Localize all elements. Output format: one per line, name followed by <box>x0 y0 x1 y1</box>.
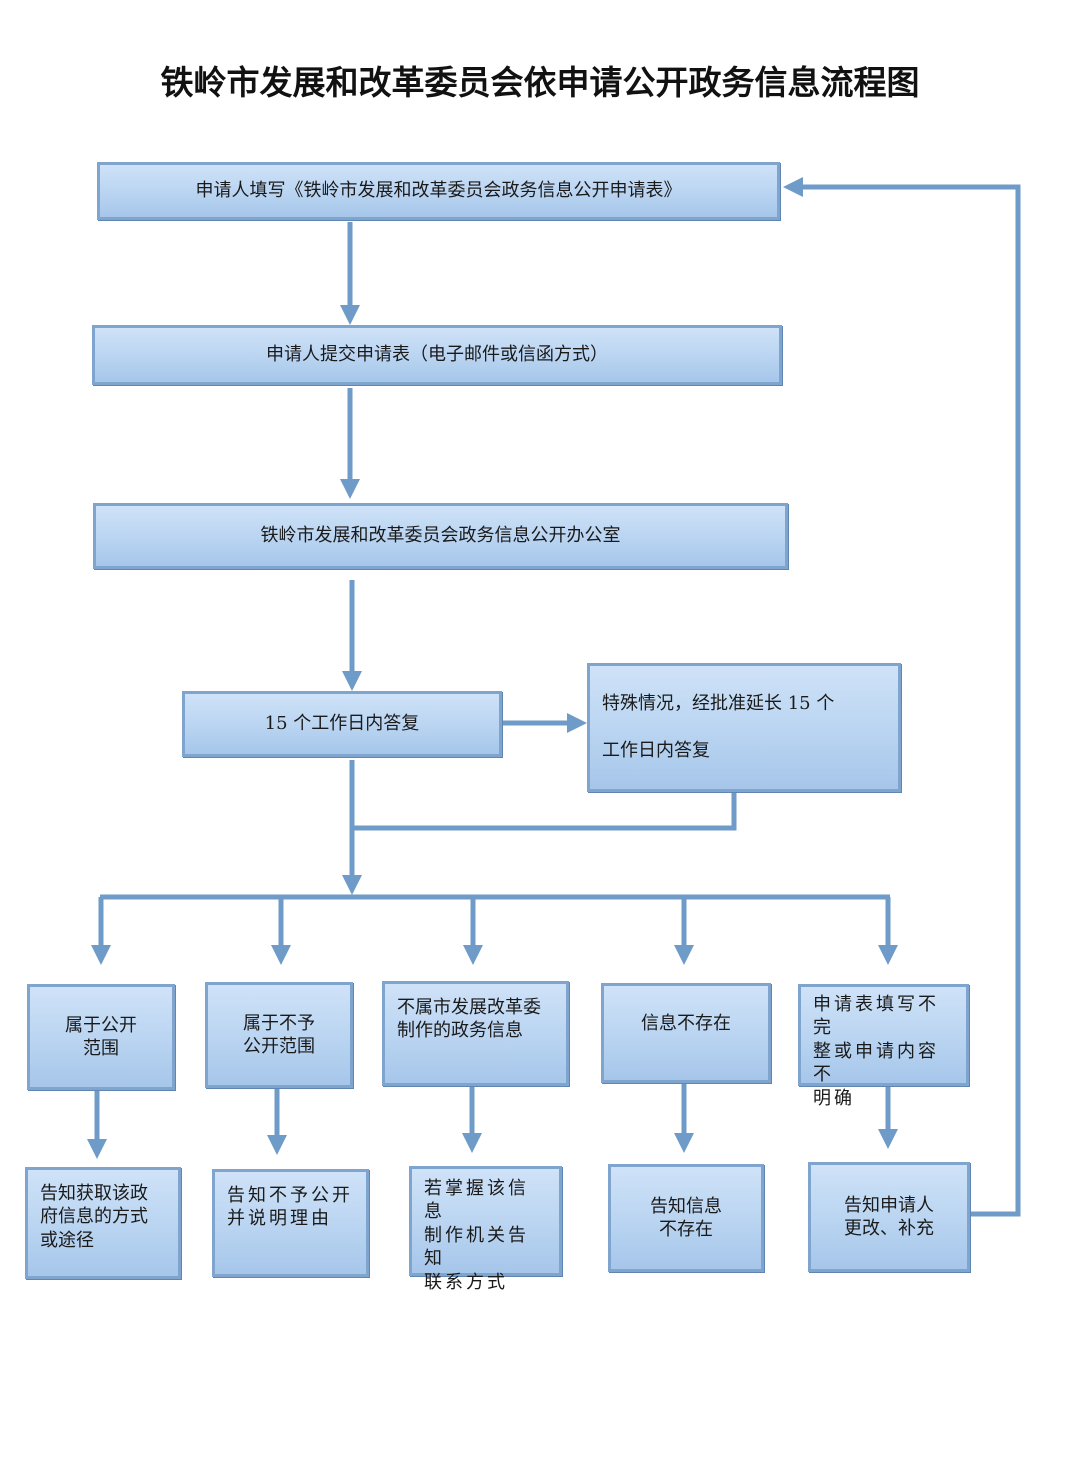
result-inform-contact: 若掌握该信息 制作机关告知 联系方式 <box>409 1166 562 1293</box>
step-office-label: 铁岭市发展和改革委员会政务信息公开办公室 <box>260 525 621 547</box>
step-submit-label: 申请人提交申请表（电子邮件或信函方式） <box>266 344 608 366</box>
result-inform-not-exist: 告知信息 不存在 <box>608 1164 764 1272</box>
category-not-produced-by-ndrc: 不属市发展改革委 制作的政务信息 <box>382 981 569 1086</box>
result-label: 告知申请人 更改、补充 <box>844 1194 934 1239</box>
page-title: 铁岭市发展和改革委员会依申请公开政务信息流程图 <box>160 63 920 102</box>
step-office: 铁岭市发展和改革委员会政务信息公开办公室 <box>93 503 788 569</box>
line-extend-merge <box>352 792 737 831</box>
category-label: 属于公开 范围 <box>65 1014 137 1059</box>
step-submit: 申请人提交申请表（电子邮件或信函方式） <box>92 325 782 385</box>
step-reply-15-days: 15 个工作日内答复 <box>182 691 502 757</box>
category-label: 属于不予 公开范围 <box>243 1012 315 1057</box>
category-info-not-exist: 信息不存在 <box>601 983 771 1083</box>
category-not-public-scope: 属于不予 公开范围 <box>205 982 353 1088</box>
step-fill-form-label: 申请人填写《铁岭市发展和改革委员会政务信息公开申请表》 <box>195 180 682 202</box>
arrow-feedback-loop <box>783 177 1021 1217</box>
category-public-scope: 属于公开 范围 <box>27 984 175 1090</box>
result-label: 告知不予公开 并说明理由 <box>227 1185 353 1230</box>
result-inform-access-method: 告知获取该政 府信息的方式 或途径 <box>25 1167 181 1279</box>
step-extend-15-days: 特殊情况，经批准延长 15 个 工作日内答复 <box>587 663 901 792</box>
result-label: 告知信息 不存在 <box>650 1195 722 1240</box>
category-label: 申请表填写不完 整或申请内容不 明确 <box>813 994 939 1109</box>
result-inform-not-public: 告知不予公开 并说明理由 <box>212 1169 369 1277</box>
category-incomplete-application: 申请表填写不完 整或申请内容不 明确 <box>798 984 969 1109</box>
step-extend-15-days-label: 特殊情况，经批准延长 15 个 工作日内答复 <box>602 693 835 762</box>
step-reply-15-days-label: 15 个工作日内答复 <box>264 713 420 735</box>
result-label: 告知获取该政 府信息的方式 或途径 <box>40 1183 148 1251</box>
step-fill-form: 申请人填写《铁岭市发展和改革委员会政务信息公开申请表》 <box>97 162 780 220</box>
category-label: 不属市发展改革委 制作的政务信息 <box>397 997 541 1042</box>
category-label: 信息不存在 <box>641 1013 731 1034</box>
result-inform-revise: 告知申请人 更改、补充 <box>808 1162 970 1272</box>
result-label: 若掌握该信息 制作机关告知 联系方式 <box>424 1178 529 1293</box>
